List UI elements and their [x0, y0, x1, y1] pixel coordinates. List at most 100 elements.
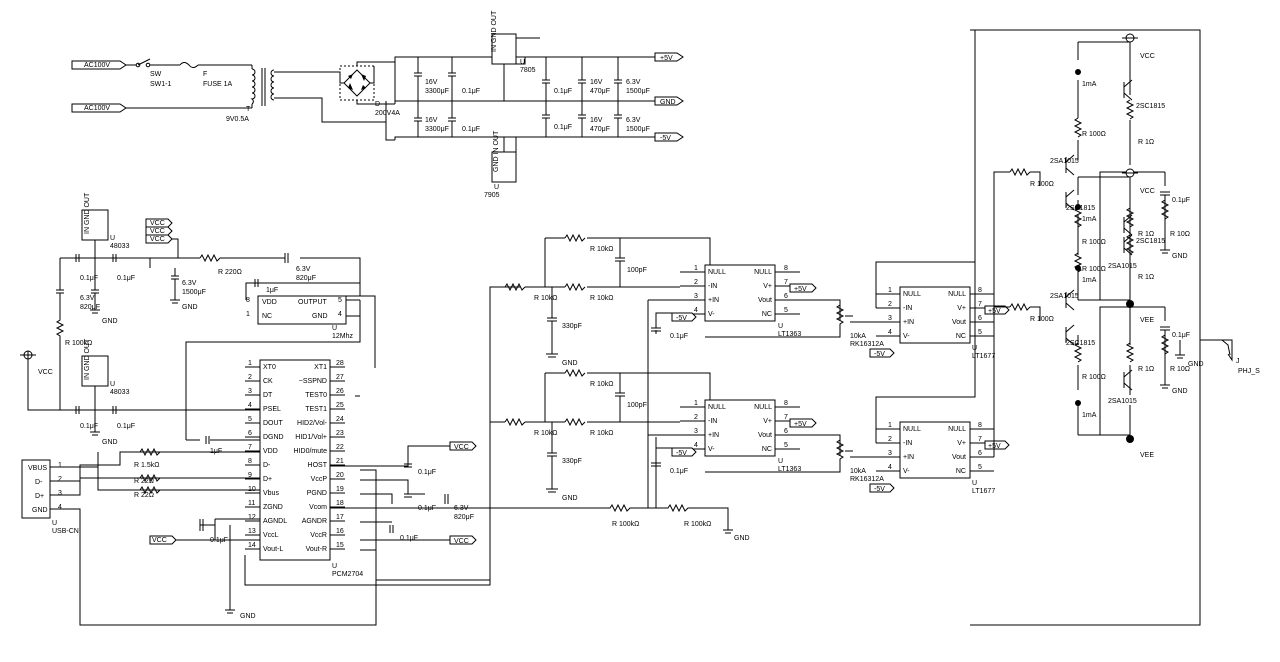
opamp-lt1677	[899, 421, 971, 479]
gnd-label-1: GND	[102, 318, 118, 325]
usb-vbus: VBUS	[28, 465, 47, 472]
vcc-in-tag	[149, 535, 177, 545]
r100k-a: R 100kΩ	[612, 521, 639, 528]
plus5-tag: +5V	[794, 421, 807, 428]
op1-pin-label: NULL	[754, 404, 772, 411]
r10k-fb2: R 10kΩ	[590, 295, 614, 302]
pcm-right-pin-label: HID1/Vol+	[295, 434, 327, 441]
op2-pin-label: V-	[903, 468, 910, 475]
q-npn-a: 2SC1815	[1066, 340, 1095, 347]
bridge-rectifier-icon	[322, 61, 395, 105]
pcm-left-pin-label: CK	[263, 378, 273, 385]
vee-symbol	[1126, 435, 1134, 443]
op2-pin-num: 5	[978, 329, 982, 336]
reg1-pins: IN GND OUT	[84, 192, 91, 234]
transformer-value: 9V0.5A	[226, 116, 249, 123]
op2-pin-num: 6	[978, 315, 982, 322]
pot-label: 10kA	[850, 333, 866, 340]
pcm-left-pin-number: 12	[248, 514, 256, 521]
gnd-bottom: GND	[240, 613, 256, 620]
rail-minus5-label: -5V	[660, 135, 671, 142]
op2-pin-label: -IN	[903, 440, 912, 447]
pcm-left-pin-number: 1	[248, 360, 252, 367]
pcm-left-pin-label: PSEL	[263, 406, 281, 413]
vcc-stack-1: VCC	[150, 220, 165, 227]
jack-gnd: GND	[1188, 361, 1204, 368]
pcm-left-pin-number: 6	[248, 430, 252, 437]
q-npn-b: 2SC1815	[1136, 238, 1165, 245]
resistor-icon	[1160, 334, 1170, 355]
osc-pin5: 5	[338, 297, 342, 304]
pcm-right-pin-number: 18	[336, 500, 344, 507]
gnd-symbol	[90, 309, 100, 314]
q-npn-a: 2SC1815	[1066, 205, 1095, 212]
op1-pin-num: 6	[784, 293, 788, 300]
op1-pin-num: 2	[694, 279, 698, 286]
regulator-48033-top	[81, 209, 109, 241]
op1-value: LT1363	[778, 331, 801, 338]
osc-pin1: 1	[246, 311, 250, 318]
pcm-right-pin-label: VccP	[311, 476, 328, 483]
op2-pin-label: Vout	[952, 319, 966, 326]
r22a-label: R 22Ω	[134, 478, 154, 485]
vee-symbol	[1126, 300, 1134, 308]
pcm-left-pin-number: 9	[248, 472, 252, 479]
usb-p2: 2	[58, 476, 62, 483]
gnd-label-3: GND	[102, 439, 118, 446]
pcm-left-pin-label: VDD	[263, 448, 278, 455]
reg1-ref: U	[110, 235, 115, 242]
op2-pin-num: 4	[888, 329, 892, 336]
cap-01-amp: 0.1μF	[670, 468, 688, 475]
cap-01-b: 0.1μF	[462, 126, 480, 133]
op1-pin-num: 3	[694, 428, 698, 435]
usb-dac-section: IN GND OUT U 48033 VCC VCC VCC R 220Ω 6.…	[20, 192, 520, 626]
r10k-in: R 10kΩ	[534, 430, 558, 437]
osc-vdd: VDD	[262, 299, 277, 306]
op2-value: LT1677	[972, 353, 995, 360]
osc-gnd: GND	[312, 313, 328, 320]
reg-7805-ref: U	[520, 59, 525, 66]
regulator-7905	[491, 151, 517, 183]
pcm-right-pin-number: 21	[336, 458, 344, 465]
resistor-icon	[1009, 167, 1031, 177]
resistor-icon	[1125, 342, 1135, 363]
vcc-r-tag	[449, 535, 477, 545]
pcm-right-pin-label: XT1	[314, 364, 327, 371]
pcm-right-pin-number: 23	[336, 430, 344, 437]
osc-output: OUTPUT	[298, 299, 328, 306]
cap-01-r1: 0.1μF	[418, 469, 436, 476]
pcm-right-pin-number: 15	[336, 542, 344, 549]
op2-pin-num: 8	[978, 422, 982, 429]
op1-pin-num: 7	[784, 414, 788, 421]
op2-pin-label: NULL	[903, 426, 921, 433]
gnd-amp: GND	[562, 495, 578, 502]
cap-l4: 0.1μF	[117, 423, 135, 430]
pcm-right-pin-label: HOST	[308, 462, 328, 469]
cap-63-r-v: 6.3V	[454, 505, 469, 512]
usb-gnd: GND	[32, 507, 48, 514]
reg2-ref: U	[110, 381, 115, 388]
resistor-icon	[1009, 302, 1031, 312]
r10k-in: R 10kΩ	[534, 295, 558, 302]
opamp-lt1363	[704, 399, 776, 457]
cap-820-v: 6.3V	[296, 266, 311, 273]
pcm2704-body	[259, 359, 331, 561]
vcc-stack: VCC VCC VCC	[145, 218, 173, 244]
op2-pin-num: 7	[978, 301, 982, 308]
op2-pin-label: +IN	[903, 454, 914, 461]
cap-470-c: 470μF	[590, 88, 610, 95]
op2-pin-label: -IN	[903, 305, 912, 312]
ac-input-label-bottom: AC100V	[84, 105, 110, 112]
bridge-value: 200V4A	[375, 110, 400, 117]
q-pnp-a: 2SA1015	[1050, 158, 1079, 165]
r10: R 10Ω	[1170, 231, 1190, 238]
ac-input-tag-bottom	[71, 103, 127, 113]
cap-100pf: 100pF	[627, 267, 647, 274]
r10k-fb2: R 10kΩ	[590, 430, 614, 437]
pcm-right-pin-number: 24	[336, 416, 344, 423]
cap-1500-v: 6.3V	[182, 280, 197, 287]
pot-label: 10kA	[850, 468, 866, 475]
cap-3300-b: 3300μF	[425, 126, 449, 133]
pcm-right-pin-label: Vcom	[309, 504, 327, 511]
